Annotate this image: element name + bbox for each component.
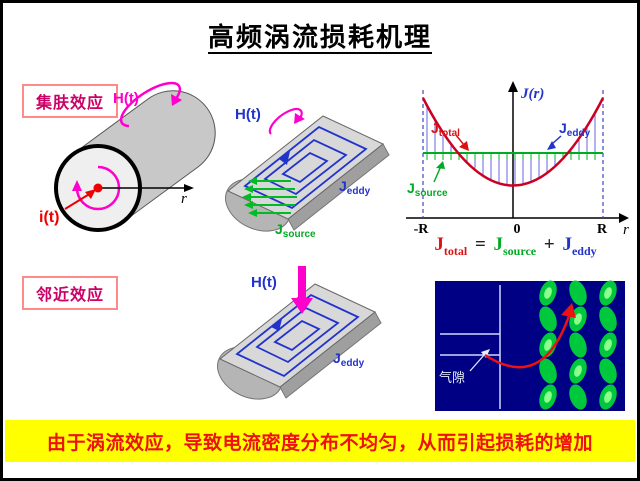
proximity-effect-label: 邻近效应 <box>22 276 119 310</box>
formula-j-eddy: Jeddy <box>562 234 597 258</box>
eddy-loop2-inner <box>273 319 321 352</box>
face-field-arrowhead-icon <box>72 180 82 191</box>
h-rotation-arrow <box>268 107 303 135</box>
j-eddy-label: Jeddy <box>339 178 371 197</box>
current-arrowhead-icon <box>85 189 96 199</box>
current-arrow <box>64 192 92 210</box>
x-axis-arrowhead-icon <box>619 213 629 223</box>
fea-field-plot: 气隙 <box>435 280 625 411</box>
chart-j-total-label: Jtotal <box>431 120 460 139</box>
h-field-label: H(t) <box>113 90 139 107</box>
eddy-loop2-arrowhead-icon <box>271 319 282 331</box>
air-gap-pointer <box>469 353 486 372</box>
eddy-loop2-outer <box>235 293 360 378</box>
y-axis-label: J(r) <box>520 86 544 102</box>
j-total-pointer-arrowhead-icon <box>459 141 469 151</box>
slab2-top-face <box>219 283 376 388</box>
tick-neg-R: -R <box>414 222 430 237</box>
conclusion-banner-text: 由于涡流效应，导致电流密度分布不均匀，从而引起损耗的增加 <box>46 432 593 454</box>
slab-top-face <box>227 115 384 220</box>
eddy-loop2-middle <box>255 306 340 364</box>
eddy-loop-inner <box>281 151 329 184</box>
skin-effect-label: 集肤效应 <box>22 84 119 118</box>
air-gap-pointer-arrowhead-icon <box>481 349 490 358</box>
j-source-pointer <box>433 165 442 183</box>
tick-zero: 0 <box>514 222 521 237</box>
proximity-effect-label-text: 邻近效应 <box>36 287 105 304</box>
slab-h-field-label: H(t) <box>235 106 261 123</box>
j-source-pointer-arrowhead-icon <box>436 161 445 169</box>
fringing-flux-arrow <box>484 312 572 369</box>
incident-h-arrowhead-icon <box>291 298 313 314</box>
current-label: i(t) <box>39 209 59 226</box>
air-gap-label: 气隙 <box>439 370 465 385</box>
field-plot-background <box>435 281 625 411</box>
radius-axis-label: r <box>181 191 187 207</box>
x-axis-label: r <box>623 222 629 238</box>
j-eddy-pointer-arrowhead-icon <box>547 141 556 150</box>
conclusion-banner: 由于涡流效应，导致电流密度分布不均匀，从而引起损耗的增加 <box>5 420 635 462</box>
slab2-h-field-label: H(t) <box>251 274 277 291</box>
tick-pos-R: R <box>597 222 608 237</box>
h-field-loop-arrowhead-icon <box>171 94 182 106</box>
cylinder-diagram: r i(t) H(t) <box>39 81 216 232</box>
source-hatch-band <box>426 153 596 160</box>
face-field-arrow <box>75 165 121 211</box>
h-rotation-arrowhead-icon <box>294 113 305 124</box>
h-field-loop-arrow <box>119 81 182 128</box>
eddy-loop-outer <box>243 125 368 210</box>
current-density-formula: Jtotal = Jsource + Jeddy <box>398 234 633 259</box>
radius-axis-arrowhead-icon <box>184 184 194 192</box>
formula-equals: = <box>474 234 486 255</box>
j-total-curve <box>421 97 605 187</box>
formula-j-total: Jtotal <box>434 234 468 258</box>
formula-j-source: Jsource <box>493 234 537 258</box>
fringing-flux-arrowhead-icon <box>561 303 576 318</box>
j-total-pointer <box>455 134 465 146</box>
chart-j-eddy-label: Jeddy <box>559 120 591 139</box>
formula-plus: + <box>543 234 555 255</box>
slab2-j-eddy-label: Jeddy <box>333 350 365 369</box>
proximity-slab-diagram: H(t) Jeddy <box>217 266 382 400</box>
skin-slab-diagram: H(t) Jsource Jeddy <box>225 106 390 240</box>
skin-effect-label-text: 集肤效应 <box>36 95 105 112</box>
flux-blob-chains <box>539 280 617 410</box>
j-eddy-pointer <box>551 135 562 145</box>
source-current-arrows <box>242 177 297 217</box>
current-density-chart: J(r) r <box>406 81 629 238</box>
y-axis-arrowhead-icon <box>508 81 518 92</box>
diagram-canvas: r i(t) H(t) H(t) <box>39 81 629 411</box>
j-source-label: Jsource <box>275 221 316 240</box>
current-dot-icon <box>93 183 103 193</box>
chart-j-source-label: Jsource <box>407 180 448 199</box>
page-title: 高频涡流损耗机理 <box>207 22 432 52</box>
eddy-loop-arrowhead-icon <box>279 151 290 165</box>
